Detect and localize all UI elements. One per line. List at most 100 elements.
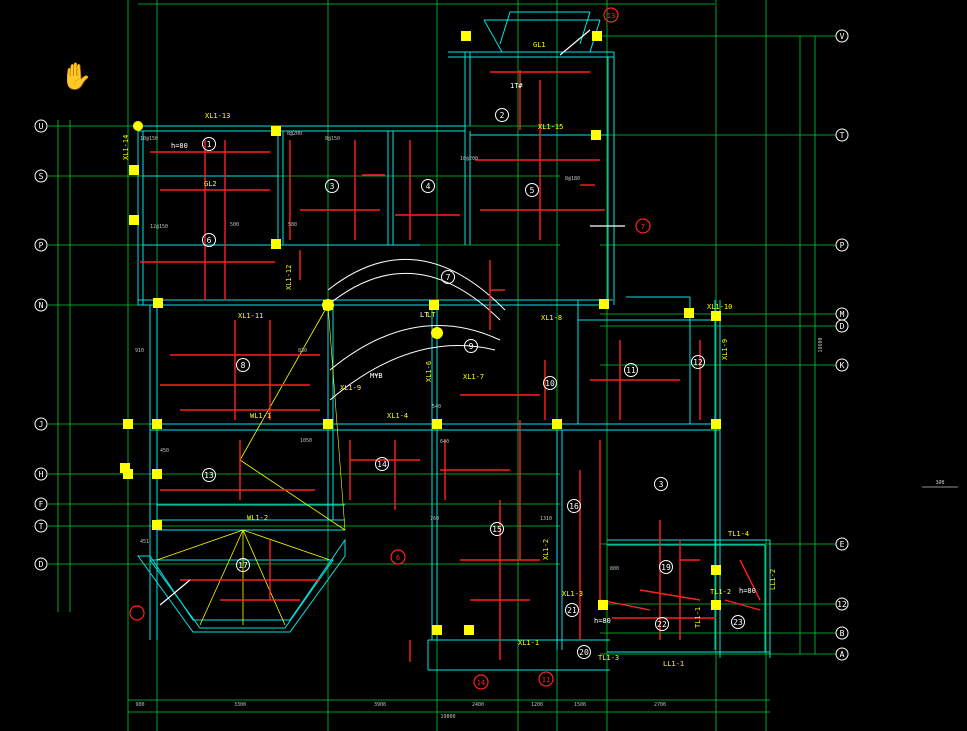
stair-arc <box>327 259 506 311</box>
column <box>711 419 721 429</box>
slab-note: h=80 <box>594 617 611 625</box>
beam-label: LL1-2 <box>769 569 777 590</box>
beam-label: XL1-4 <box>387 412 408 420</box>
axis-bubble[interactable] <box>835 238 849 252</box>
column <box>684 308 694 318</box>
beam-label: TL1-2 <box>710 588 731 596</box>
room-number: 21 <box>567 606 577 615</box>
axis-bubble[interactable] <box>835 647 849 661</box>
rebar-label: 1310 <box>540 516 552 522</box>
stair-arc <box>329 345 496 401</box>
axis-bubble[interactable] <box>34 519 48 533</box>
axis-bubble[interactable] <box>34 238 48 252</box>
room-number-circle <box>624 363 638 377</box>
axis-label: 12 <box>837 600 847 609</box>
beam-label: XL1-6 <box>425 361 433 382</box>
beam-label: XL1-10 <box>707 303 732 311</box>
dim-text: 3300 <box>234 702 246 708</box>
break-line <box>159 579 191 606</box>
rebar-line <box>639 589 701 601</box>
section-mark <box>538 671 554 687</box>
axis-bubble[interactable] <box>835 626 849 640</box>
beam-label: XL1-9 <box>721 339 729 360</box>
axis-label: T <box>39 522 44 531</box>
rebar-label: 8@200 <box>287 131 302 137</box>
room-number: 19 <box>661 563 671 572</box>
axis-bubble[interactable] <box>34 467 48 481</box>
room-number: 3 <box>330 182 335 191</box>
axis-bubble[interactable] <box>835 29 849 43</box>
room-number-circle <box>464 339 478 353</box>
axis-bubble[interactable] <box>34 557 48 571</box>
dim-text: 18600 <box>818 337 824 352</box>
room-number-circle <box>441 270 455 284</box>
column <box>123 419 133 429</box>
room-number: 20 <box>579 648 589 657</box>
column <box>129 215 139 225</box>
column <box>711 311 721 321</box>
beam-label: XL1-3 <box>562 590 583 598</box>
axis-bubble[interactable] <box>34 119 48 133</box>
room-number-circle <box>236 558 250 572</box>
column <box>432 419 442 429</box>
room-number: 2 <box>500 111 505 120</box>
room-number-circle <box>655 617 669 631</box>
beam-label: TL1-3 <box>598 654 619 662</box>
room-number-circle <box>202 468 216 482</box>
room-number: 1 <box>207 140 212 149</box>
section-mark <box>603 7 619 23</box>
room-number: 14 <box>377 460 387 469</box>
axis-bubble[interactable] <box>34 417 48 431</box>
axis-label: D <box>39 560 44 569</box>
axis-bubble[interactable] <box>835 358 849 372</box>
room-number: 9 <box>469 342 474 351</box>
axis-label: E <box>840 540 845 549</box>
column <box>120 463 130 473</box>
stair-label: 1T# <box>510 82 523 90</box>
room-number: 8 <box>241 361 246 370</box>
stair-line <box>327 304 346 531</box>
column <box>592 31 602 41</box>
axis-bubble[interactable] <box>34 169 48 183</box>
room-number-circle <box>495 108 509 122</box>
stair-label: M¥B <box>370 372 383 380</box>
axis-label: M <box>840 310 845 319</box>
axis-bubble[interactable] <box>835 128 849 142</box>
beam-label: XL1-12 <box>285 265 293 290</box>
axis-bubble[interactable] <box>835 597 849 611</box>
axis-bubble[interactable] <box>34 298 48 312</box>
break-line <box>559 29 591 56</box>
axis-bubble[interactable] <box>835 319 849 333</box>
column <box>323 419 333 429</box>
section-mark-label: 13 <box>607 12 615 20</box>
column <box>152 520 162 530</box>
rebar-line <box>739 559 761 601</box>
section-mark-label: 14 <box>477 679 485 687</box>
hand-pointer-icon: ✋ <box>60 62 93 92</box>
axis-bubbles[interactable] <box>34 29 849 661</box>
room-number-circle <box>659 560 673 574</box>
wall-line <box>483 19 503 53</box>
room-number: 16 <box>569 502 579 511</box>
room-number: 10 <box>545 379 555 388</box>
axis-label: B <box>840 629 845 638</box>
rebar-label: 500 <box>230 222 239 228</box>
stair-line <box>239 459 346 531</box>
section-mark <box>390 549 406 565</box>
room-number-circle <box>654 477 668 491</box>
slab-note: h=80 <box>739 587 756 595</box>
room-number-circle <box>543 376 557 390</box>
rebar-lines <box>129 7 761 690</box>
beam-label: XL1-7 <box>463 373 484 381</box>
column <box>432 625 442 635</box>
axis-bubble[interactable] <box>835 537 849 551</box>
room-number: 17 <box>238 561 248 570</box>
rebar-label: 8@180 <box>565 176 580 182</box>
fan-line <box>242 529 331 561</box>
fan-line <box>242 529 286 626</box>
column <box>271 126 281 136</box>
beam-label: LL1-1 <box>663 660 684 668</box>
axis-bubble[interactable] <box>34 497 48 511</box>
